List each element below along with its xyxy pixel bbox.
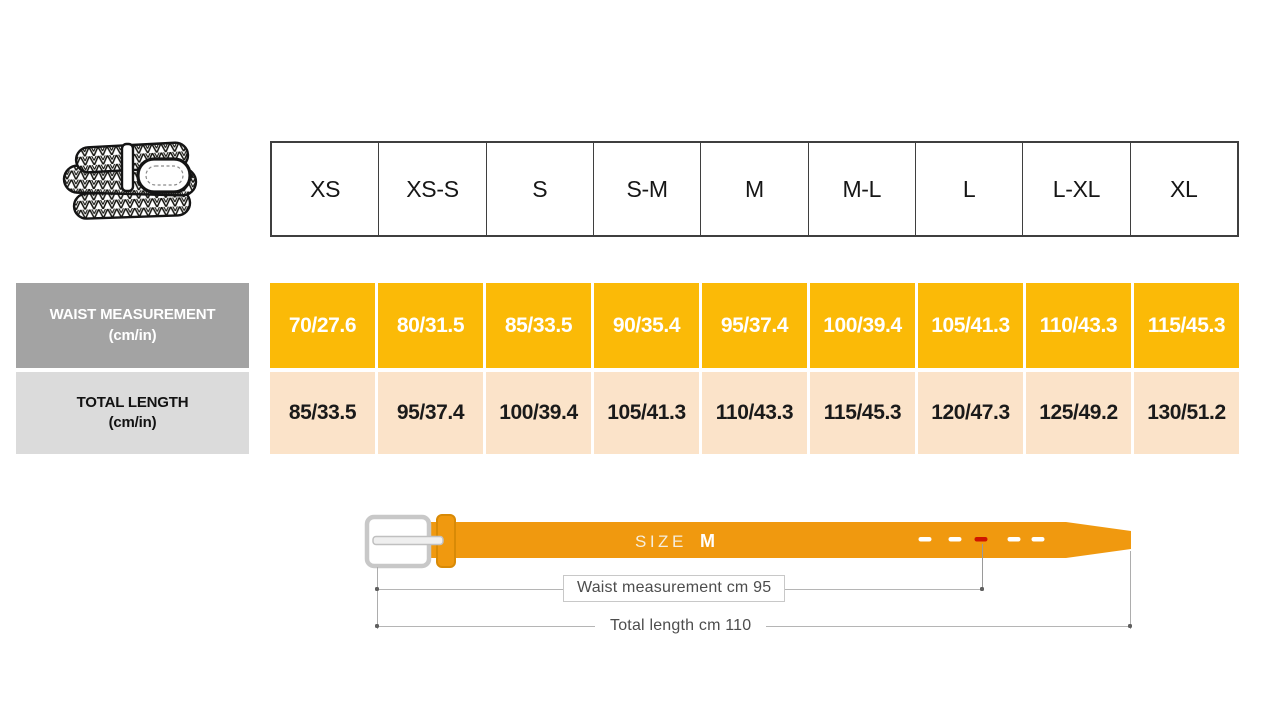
length-header-label: TOTAL LENGTH [76,393,189,411]
size-header-cell: L-XL [1022,143,1129,235]
table-cell: 100/39.4 [810,283,915,368]
belt-strap [428,522,1131,558]
table-cell: 115/45.3 [1134,283,1239,368]
buckle-guide-line [377,567,378,629]
table-cell: 120/47.3 [918,372,1023,454]
belt-buckle-prong [372,535,444,546]
table-cell: 85/33.5 [486,283,591,368]
table-cell: 85/33.5 [270,372,375,454]
size-header-cell: L [914,143,1022,235]
size-header-cell: XL [1129,143,1237,235]
table-cell: 100/39.4 [486,372,591,454]
belt-buckle-sketch [136,157,193,194]
dimension-endpoint [980,587,984,591]
waist-annotation-label: Waist measurement cm 95 [563,575,786,602]
belt-diagram: SIZE M [364,514,1131,569]
selected-hole-guide-line [982,544,983,589]
size-header-cell: M-L [807,143,915,235]
belt-hole [1031,537,1045,542]
belt-holes [918,537,1045,542]
size-word: SIZE [635,532,687,551]
dimension-endpoint [375,587,379,591]
waist-header-unit: (cm/in) [108,326,157,344]
dimension-endpoint [1128,624,1132,628]
waist-measurement-row-header: WAIST MEASUREMENT (cm/in) [16,283,249,368]
belt-hole [918,537,932,542]
table-cell: 105/41.3 [918,283,1023,368]
table-cell: 110/43.3 [702,372,807,454]
belt-hole-selected [974,537,988,542]
table-cell: 95/37.4 [378,372,483,454]
size-value: M [700,531,715,551]
total-length-row-header: TOTAL LENGTH (cm/in) [16,372,249,454]
length-header-unit: (cm/in) [108,414,157,431]
table-cell: 110/43.3 [1026,283,1131,368]
table-cell: 115/45.3 [810,372,915,454]
size-header-cell: S-M [592,143,700,235]
table-cell: 70/27.6 [270,283,375,368]
total-length-annotation-label: Total length cm 110 [595,616,767,637]
table-cell: 80/31.5 [378,283,483,368]
size-header-cell: M [700,143,807,235]
waist-header-label: WAIST MEASUREMENT [49,306,216,324]
table-cell: 125/49.2 [1026,372,1131,454]
belt-hole [1007,537,1021,542]
size-header-cell: XS-S [378,143,485,235]
belt-hole [948,537,962,542]
belt-tip-guide-line [1130,551,1131,629]
belt-keeper-sketch [120,142,135,193]
braided-belt-icon [62,141,198,220]
size-header-cell: XS [310,175,341,202]
table-cell: 90/35.4 [594,283,699,368]
size-header-cell: S [485,143,593,235]
table-cell: 105/41.3 [594,372,699,454]
table-cell: 130/51.2 [1134,372,1239,454]
dimension-endpoint [375,624,379,628]
table-cell: 95/37.4 [702,283,807,368]
